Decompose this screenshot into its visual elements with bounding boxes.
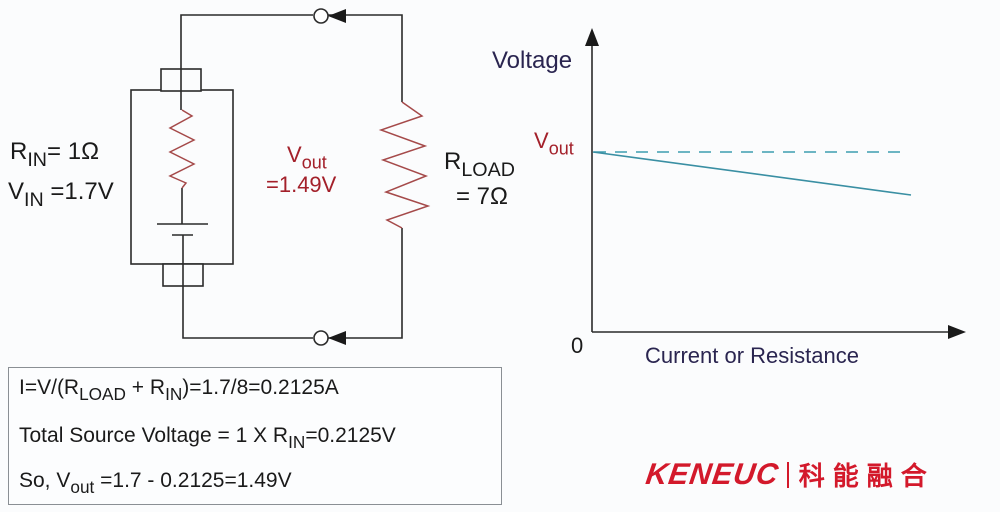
brand-logo-cn: 科能融合 xyxy=(798,462,935,492)
formula-current-sub2: IN xyxy=(165,384,183,405)
source-housing xyxy=(130,89,234,265)
arrow-top-icon xyxy=(328,9,346,23)
graph xyxy=(585,28,966,339)
rin-symbol: R xyxy=(10,138,28,165)
brand-logo: KENEUC 科能融合 xyxy=(643,456,935,493)
formula-vout-part1: So, V xyxy=(19,469,71,492)
x-axis-arrow-icon xyxy=(948,325,966,339)
formula-source-sub: IN xyxy=(288,432,306,453)
graph-vout-symbol: V xyxy=(534,128,549,153)
formula-vout-part2: =1.7 - 0.2125=1.49V xyxy=(94,469,292,492)
formula-vout-sub: out xyxy=(70,477,95,498)
vin-symbol: V xyxy=(8,178,25,205)
wire-top xyxy=(180,14,313,110)
formula-vout: So, Vout =1.7 - 0.2125=1.49V xyxy=(19,469,292,496)
formula-source-part1: Total Source Voltage = 1 X R xyxy=(19,424,289,447)
graph-vout-label: Vout xyxy=(534,128,574,157)
rload-symbol: R xyxy=(444,148,462,175)
y-axis-label: Voltage xyxy=(492,47,573,74)
vin-subscript: IN xyxy=(24,188,44,211)
rin-value: = 1Ω xyxy=(47,138,100,165)
x-axis-label: Current or Resistance xyxy=(645,343,859,368)
formula-source-voltage: Total Source Voltage = 1 X RIN=0.2125V xyxy=(19,424,396,451)
actual-voltage-line xyxy=(592,151,912,196)
formula-current-part1: I=V/(R xyxy=(19,376,80,399)
circuit xyxy=(130,8,403,346)
wire-bottom-right xyxy=(328,228,403,339)
load-resistor-icon xyxy=(378,101,431,229)
terminal-bottom-icon xyxy=(313,330,329,346)
circuit-vout-label: Vout xyxy=(287,142,327,171)
arrow-bottom-icon xyxy=(328,331,346,345)
terminal-top-icon xyxy=(313,8,329,24)
vout-symbol: V xyxy=(287,142,302,167)
origin-label: 0 xyxy=(571,333,584,358)
brand-logo-divider xyxy=(786,461,789,488)
y-axis-arrow-icon xyxy=(585,28,599,46)
vout-subscript: out xyxy=(301,152,327,173)
rin-subscript: IN xyxy=(27,148,48,171)
wire-bottom xyxy=(182,235,313,339)
wire-top-right xyxy=(328,14,403,102)
rin-label: RIN= 1Ω xyxy=(10,138,100,170)
formula-current: I=V/(RLOAD + RIN)=1.7/8=0.2125A xyxy=(19,376,339,403)
rload-label: RLOAD xyxy=(444,148,515,180)
formula-current-sub1: LOAD xyxy=(79,384,126,405)
formula-box: I=V/(RLOAD + RIN)=1.7/8=0.2125A Total So… xyxy=(8,367,502,505)
formula-source-part2: =0.2125V xyxy=(305,424,396,447)
rload-subscript: LOAD xyxy=(461,158,515,181)
internal-resistor-icon xyxy=(168,109,196,189)
rload-value: = 7Ω xyxy=(456,183,508,210)
vin-label: VIN =1.7V xyxy=(8,178,114,210)
formula-current-part3: )=1.7/8=0.2125A xyxy=(182,376,339,399)
vin-value: =1.7V xyxy=(43,178,114,205)
circuit-vout-value: =1.49V xyxy=(266,172,337,197)
graph-vout-subscript: out xyxy=(548,138,574,159)
brand-logo-en: KENEUC xyxy=(643,457,782,491)
formula-current-part2: + R xyxy=(125,376,166,399)
